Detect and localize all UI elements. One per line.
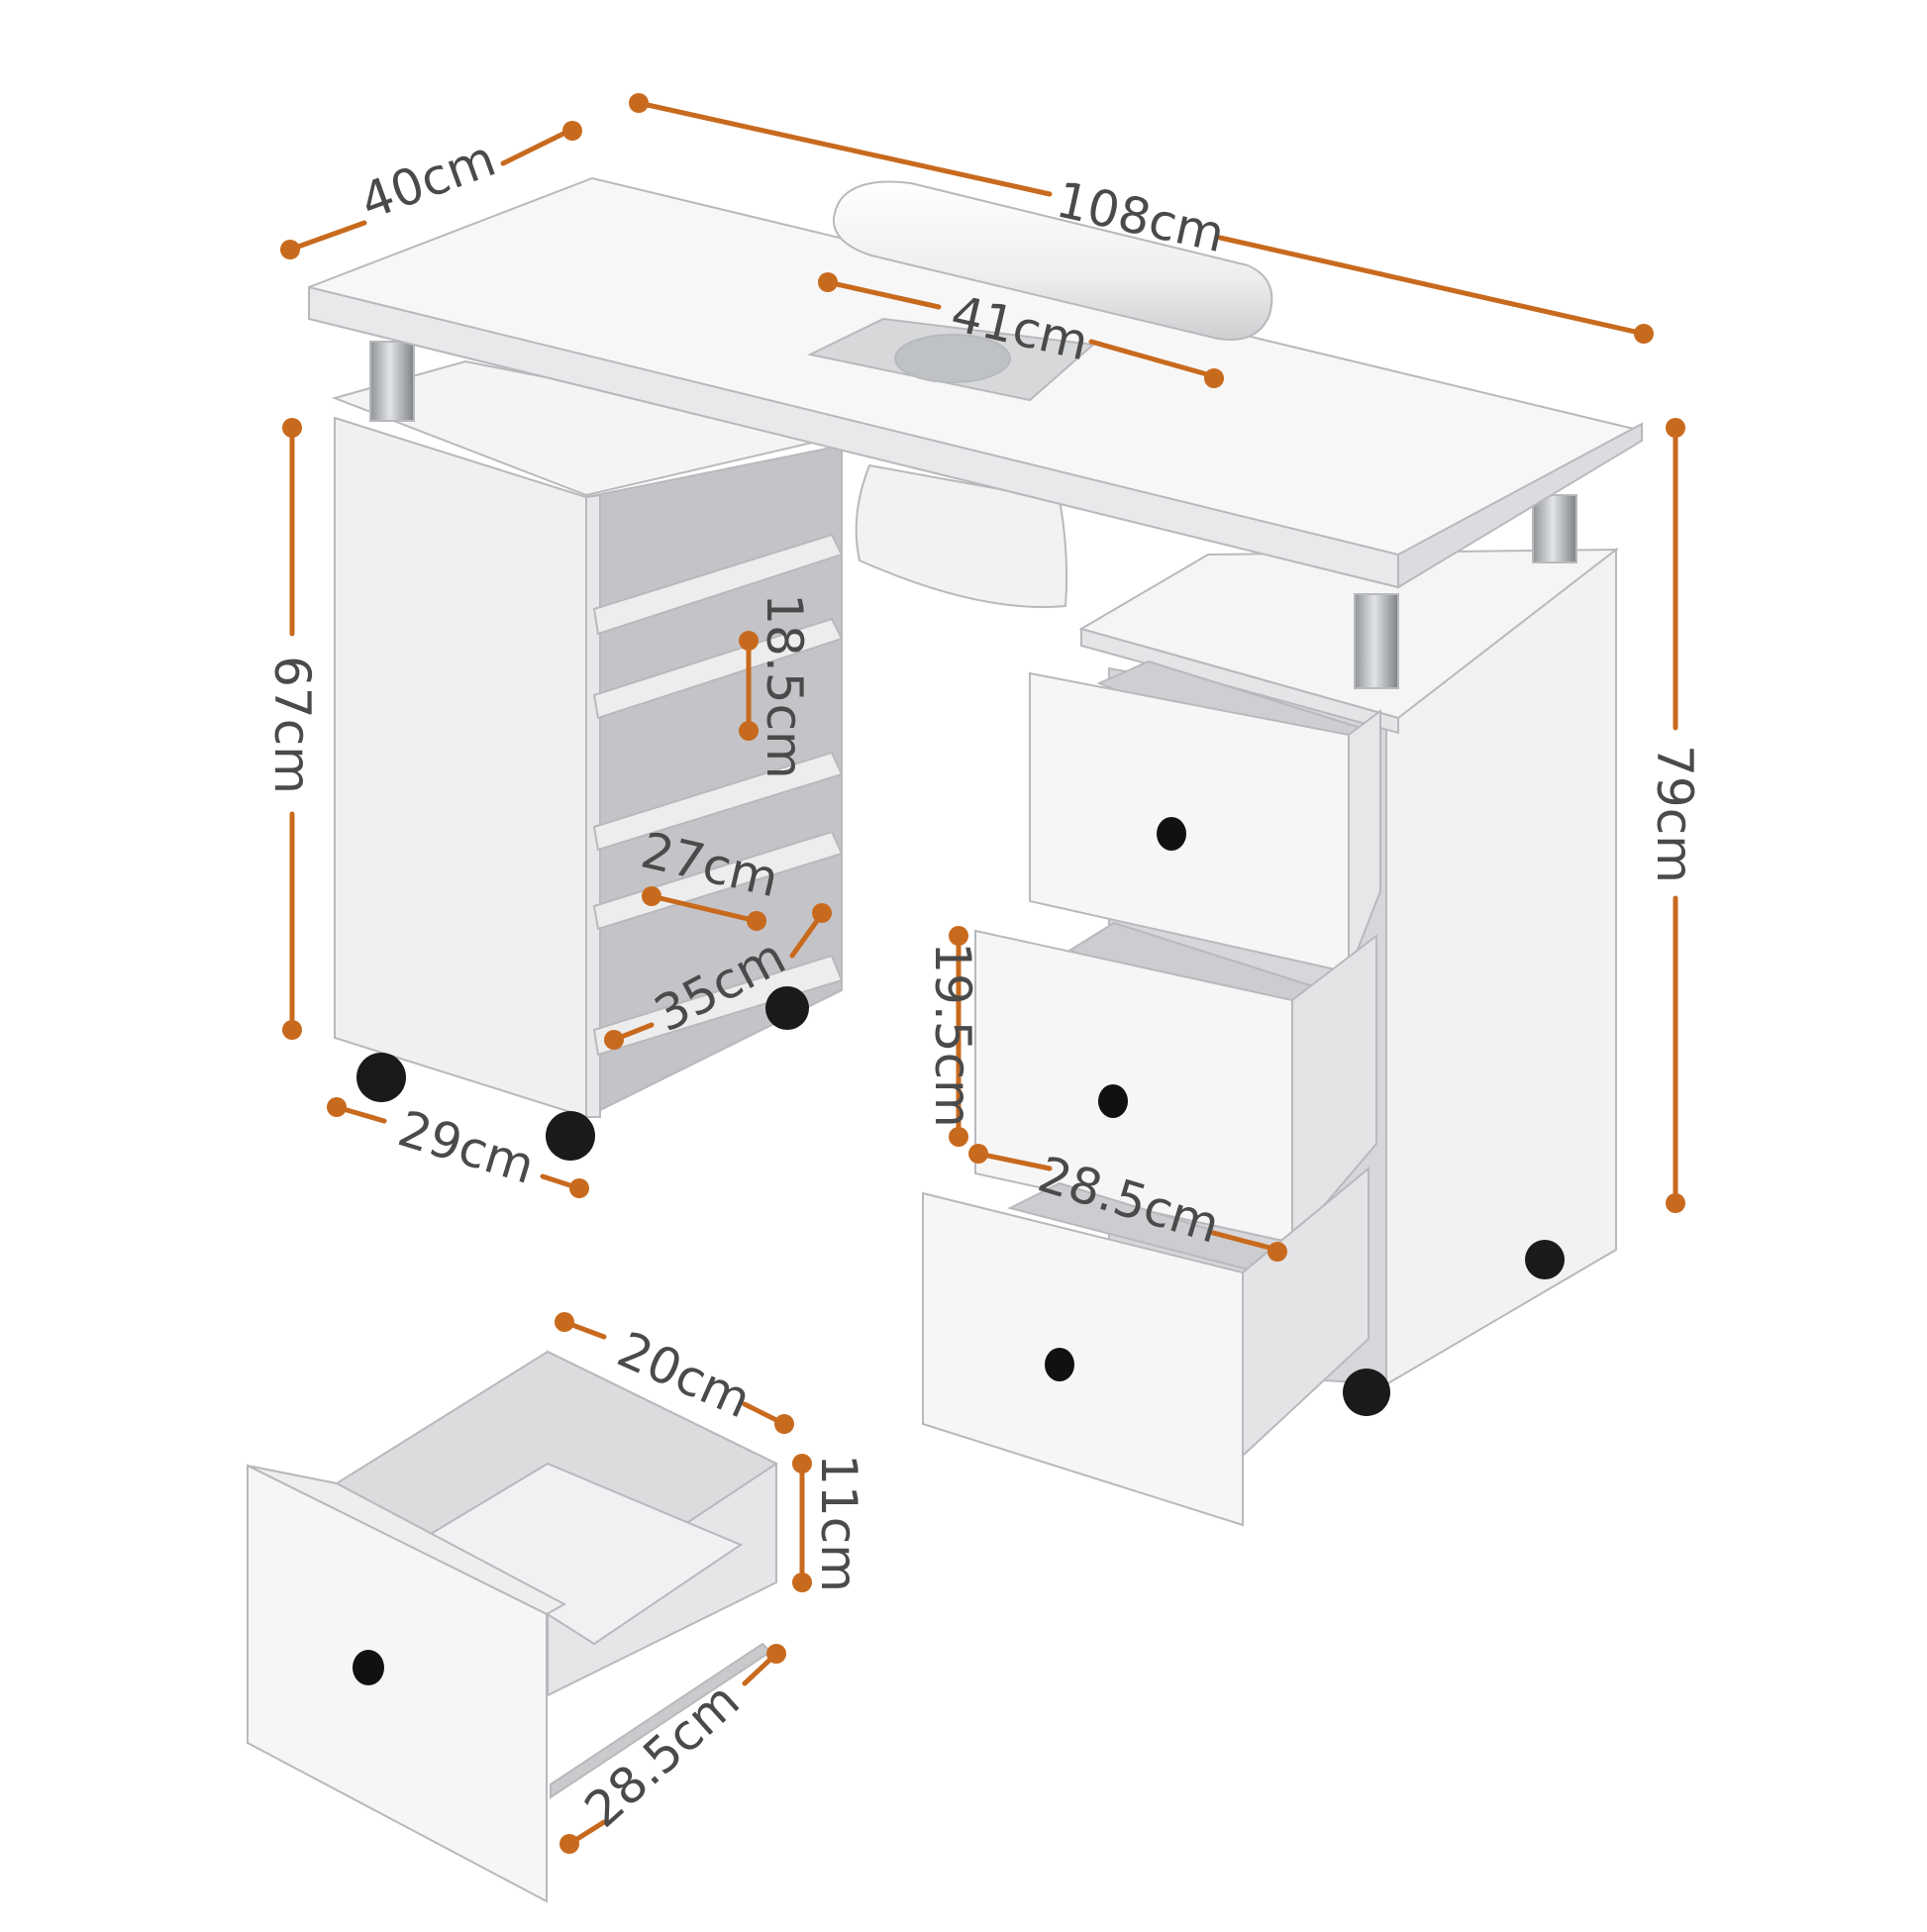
dim-endpoint bbox=[1634, 324, 1654, 344]
left-cabinet-side-panel bbox=[334, 416, 587, 1119]
dim-endpoint bbox=[812, 903, 832, 923]
detail-drawer-front bbox=[247, 1464, 548, 1903]
dim-endpoint bbox=[792, 1573, 812, 1592]
dim-line bbox=[500, 128, 572, 166]
dim-endpoint bbox=[949, 926, 968, 946]
dim-endpoint bbox=[282, 1020, 302, 1040]
dim-endpoint bbox=[629, 93, 649, 113]
dim-line bbox=[1088, 339, 1217, 379]
drawer-bottom-front bbox=[922, 1191, 1244, 1527]
dim-endpoint bbox=[792, 1454, 812, 1474]
right-cabinet-top-shelf-front bbox=[1080, 627, 1399, 735]
dim-endpoint bbox=[642, 886, 661, 906]
dim-endpoint bbox=[569, 1178, 589, 1198]
caster-wheel-icon bbox=[356, 1053, 406, 1102]
left-shelf-cabinet bbox=[331, 359, 844, 1119]
dim-label-shelf-height: 18.5cm bbox=[756, 593, 813, 779]
steel-leg-back-right bbox=[1532, 494, 1577, 563]
caster-wheel-icon bbox=[1525, 1240, 1565, 1279]
shelf-board bbox=[592, 751, 844, 852]
dim-endpoint bbox=[555, 1312, 574, 1332]
dim-shelf-height: 18.5cm bbox=[739, 593, 813, 779]
dim-endpoint bbox=[280, 240, 300, 259]
dim-label-cabinet-height: 67cm bbox=[263, 656, 321, 794]
dim-detail-drawer-depth: 28.5cm bbox=[559, 1644, 786, 1854]
caster-wheel-icon bbox=[1343, 1369, 1390, 1416]
steel-leg-front-left bbox=[1354, 593, 1399, 689]
dim-endpoint bbox=[1666, 1193, 1685, 1213]
dim-endpoint bbox=[739, 631, 759, 651]
dim-line bbox=[825, 279, 942, 310]
shelf-board bbox=[592, 954, 844, 1057]
casters bbox=[356, 986, 1565, 1416]
caster-wheel-icon bbox=[546, 1111, 595, 1161]
drawer-top bbox=[1029, 660, 1381, 974]
table-top bbox=[308, 176, 1643, 589]
dim-cabinet-height: 67cm bbox=[263, 418, 321, 1040]
left-cabinet-front-edge bbox=[585, 493, 601, 1118]
dim-label-detail-drawer-height: 11cm bbox=[810, 1454, 867, 1592]
dim-endpoint bbox=[282, 418, 302, 438]
dim-line bbox=[1217, 235, 1647, 337]
dim-line bbox=[636, 100, 1053, 197]
dim-line bbox=[975, 1151, 1053, 1171]
dim-endpoint bbox=[949, 1127, 968, 1147]
dim-endpoint bbox=[327, 1097, 347, 1117]
dim-drawer-height: 19.5cm bbox=[924, 926, 981, 1147]
dim-label-cabinet-width: 29cm bbox=[392, 1100, 542, 1195]
dim-line bbox=[287, 220, 367, 253]
dim-label-table-depth: 40cm bbox=[354, 130, 503, 231]
drawer-middle bbox=[974, 921, 1377, 1246]
drawer-top-knob-icon bbox=[1157, 817, 1186, 851]
dim-label-drawer-height: 19.5cm bbox=[924, 942, 981, 1128]
drawer-bottom bbox=[922, 1166, 1369, 1527]
dust-vent-grille bbox=[894, 334, 1011, 383]
hand-rest-cushion bbox=[832, 180, 1273, 341]
steel-leg-back-left bbox=[369, 341, 415, 422]
dim-endpoint bbox=[1666, 418, 1685, 438]
caster-wheel-icon bbox=[765, 986, 809, 1030]
dim-endpoint bbox=[747, 911, 766, 931]
dim-endpoint bbox=[1268, 1242, 1287, 1262]
dim-line bbox=[649, 893, 760, 924]
dust-collector-bag bbox=[855, 463, 1068, 609]
nail-table-illustration bbox=[247, 176, 1643, 1903]
table-top-right-edge bbox=[1397, 422, 1643, 589]
drawer-middle-knob-icon bbox=[1098, 1084, 1128, 1118]
dim-endpoint bbox=[774, 1414, 794, 1434]
detail-drawer bbox=[247, 1350, 779, 1903]
detail-drawer-knob-icon bbox=[353, 1650, 384, 1685]
hand-rest-body bbox=[832, 180, 1273, 341]
dim-endpoint bbox=[766, 1644, 786, 1664]
dim-total-height: 79cm bbox=[1646, 418, 1703, 1213]
dim-endpoint bbox=[818, 272, 838, 292]
dim-endpoint bbox=[562, 121, 582, 141]
dim-label-total-height: 79cm bbox=[1646, 745, 1703, 883]
dim-endpoint bbox=[1204, 368, 1224, 388]
shelf-board bbox=[592, 533, 844, 636]
dim-endpoint bbox=[739, 721, 759, 741]
dim-line bbox=[1210, 1230, 1280, 1253]
dim-endpoint bbox=[559, 1834, 579, 1854]
dim-endpoint bbox=[968, 1144, 988, 1164]
drawer-bottom-knob-icon bbox=[1045, 1348, 1074, 1381]
dim-endpoint bbox=[604, 1030, 624, 1050]
dim-detail-drawer-height: 11cm bbox=[792, 1454, 867, 1592]
